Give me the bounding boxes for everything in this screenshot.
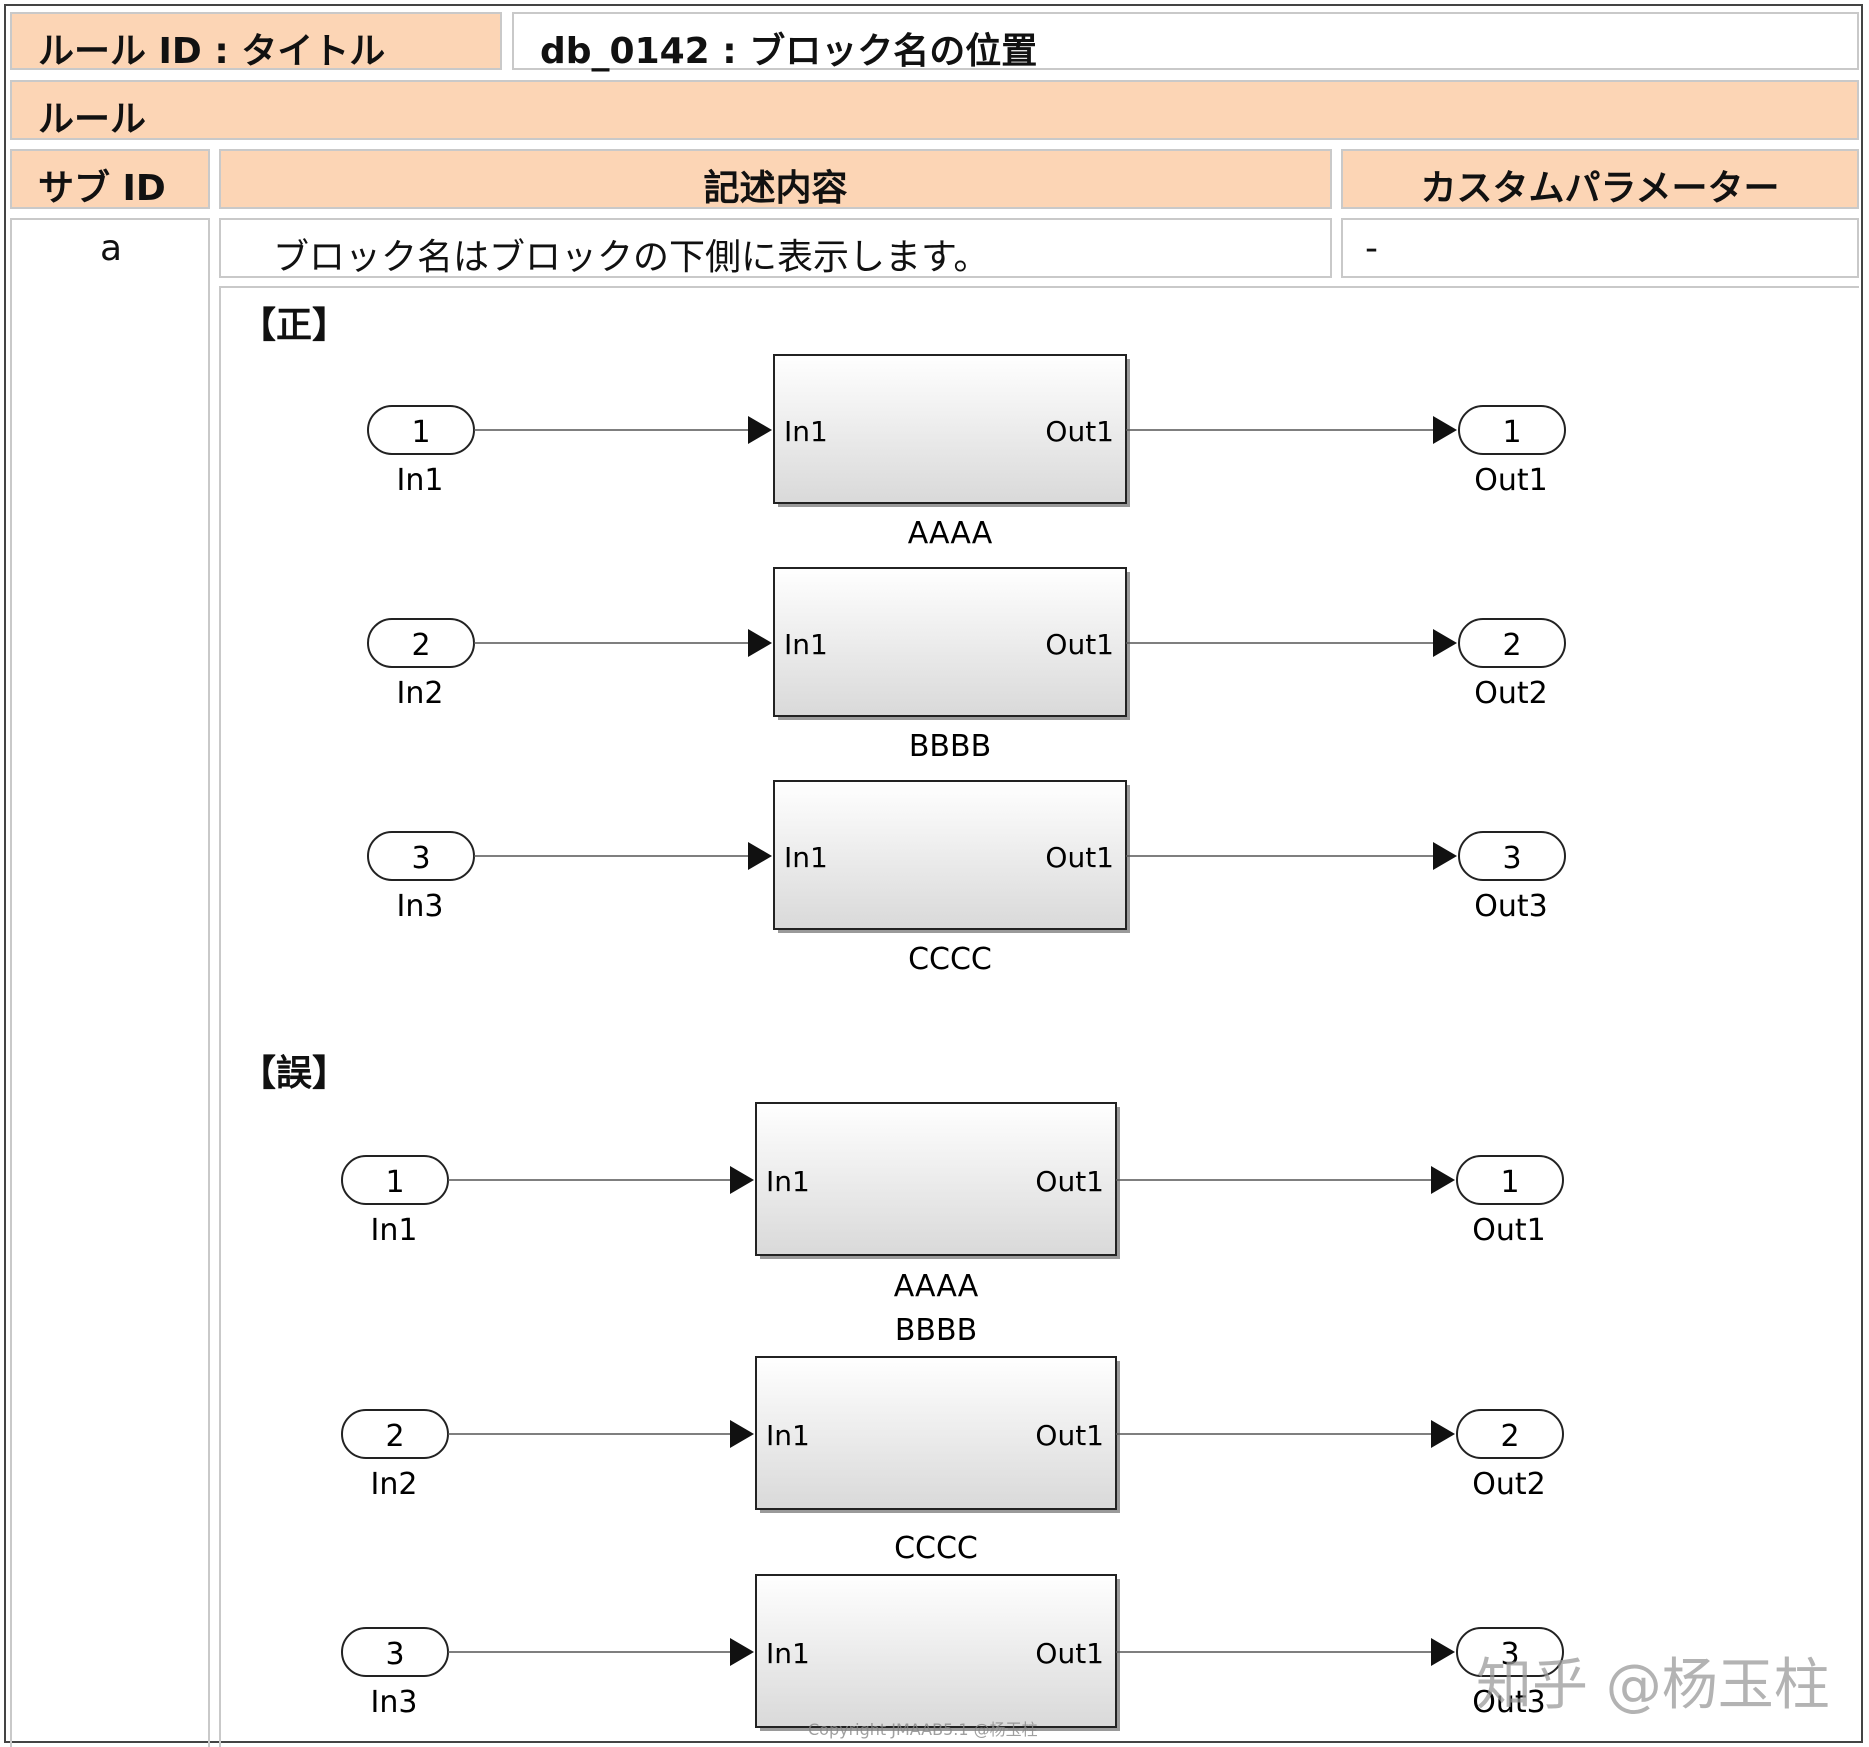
correct-section-label: 【正】 (240, 305, 349, 346)
block-output-port-label: Out1 (1045, 415, 1114, 448)
custom-param-header: カスタムパラメーター (1420, 168, 1780, 209)
inport-number: 1 (411, 415, 430, 450)
outport-number: 1 (1500, 1165, 1519, 1200)
block-input-port-label: In1 (766, 1165, 810, 1198)
inport-name: In1 (371, 1213, 418, 1248)
outport-name: Out1 (1474, 463, 1547, 498)
subid-header-cell: サブ ID (10, 149, 210, 209)
inport-number: 3 (411, 841, 430, 876)
outport-shape (1456, 1409, 1564, 1459)
subid-value: a (100, 228, 123, 269)
custom-param-value: - (1365, 228, 1378, 269)
diagram-cell (219, 286, 1859, 1747)
block-input-port-label: In1 (784, 415, 828, 448)
block-name: AAAA (908, 516, 993, 551)
signal-arrow (1433, 842, 1457, 870)
signal-arrow (1431, 1420, 1455, 1448)
wrong-section-label: 【誤】 (240, 1053, 349, 1094)
custom-param-header-cell: カスタムパラメーター (1341, 149, 1859, 209)
inport-name: In2 (397, 676, 444, 711)
block-name: CCCC (894, 1531, 978, 1566)
signal-arrow (748, 842, 772, 870)
rule-id-label: ルール ID : タイトル (38, 31, 386, 72)
block-input-port-label: In1 (784, 628, 828, 661)
block-input-port-label: In1 (766, 1637, 810, 1670)
inport-name: In1 (397, 463, 444, 498)
block-input-port-label: In1 (766, 1419, 810, 1452)
rule-header-cell: ルール (10, 80, 1859, 140)
rule-label: ルール (38, 99, 147, 140)
subid-header: サブ ID (38, 168, 166, 209)
watermark-text: 知乎 @杨玉柱 (1476, 1653, 1830, 1718)
block-name: CCCC (908, 942, 992, 977)
subsystem-block (773, 567, 1127, 717)
signal-arrow (730, 1638, 754, 1666)
signal-arrow (1433, 629, 1457, 657)
block-input-port-label: In1 (784, 841, 828, 874)
block-output-port-label: Out1 (1045, 841, 1114, 874)
block-name: BBBB (895, 1313, 977, 1348)
outport-shape (1456, 1155, 1564, 1205)
outport-shape (1458, 405, 1566, 455)
outport-number: 3 (1502, 841, 1521, 876)
signal-arrow (730, 1420, 754, 1448)
inport-name: In2 (371, 1467, 418, 1502)
inport-name: In3 (371, 1685, 418, 1720)
block-output-port-label: Out1 (1035, 1165, 1104, 1198)
watermark-copyright: Copyright JMAAB5.1 @杨玉柱 (808, 1720, 1038, 1739)
outport-name: Out3 (1474, 889, 1547, 924)
block-name: BBBB (909, 729, 991, 764)
inport-number: 2 (385, 1419, 404, 1454)
outport-name: Out1 (1472, 1213, 1545, 1248)
rule-id-label-cell: ルール ID : タイトル (10, 12, 502, 72)
subsystem-block (773, 354, 1127, 504)
description-header-cell: 記述内容 (219, 149, 1332, 209)
inport-number: 1 (385, 1165, 404, 1200)
subsystem-block (755, 1356, 1117, 1510)
subsystem-block (755, 1574, 1117, 1728)
inport-number: 3 (385, 1637, 404, 1672)
subsystem-block (773, 780, 1127, 930)
block-name: AAAA (894, 1269, 979, 1304)
description-header: 記述内容 (703, 168, 848, 209)
outport-number: 2 (1500, 1419, 1519, 1454)
description-text: ブロック名はブロックの下側に表示します。 (273, 237, 990, 278)
signal-arrow (748, 416, 772, 444)
outport-shape (1458, 618, 1566, 668)
block-output-port-label: Out1 (1045, 628, 1114, 661)
block-output-port-label: Out1 (1035, 1637, 1104, 1670)
subid-cell: a (10, 218, 210, 1747)
subsystem-block (755, 1102, 1117, 1256)
rule-id-value-cell: db_0142 : ブロック名の位置 (512, 12, 1859, 72)
signal-arrow (748, 629, 772, 657)
outport-number: 2 (1502, 628, 1521, 663)
description-cell: ブロック名はブロックの下側に表示します。 (219, 218, 1332, 278)
signal-arrow (1431, 1638, 1455, 1666)
rule-id-value: db_0142 : ブロック名の位置 (540, 31, 1038, 72)
outport-number: 1 (1502, 415, 1521, 450)
signal-arrow (1433, 416, 1457, 444)
block-output-port-label: Out1 (1035, 1419, 1104, 1452)
outport-name: Out3 (1472, 1685, 1545, 1720)
signal-arrow (1431, 1166, 1455, 1194)
inport-number: 2 (411, 628, 430, 663)
inport-name: In3 (397, 889, 444, 924)
outport-name: Out2 (1474, 676, 1547, 711)
outport-shape (1458, 831, 1566, 881)
outport-number: 3 (1500, 1637, 1519, 1672)
outport-name: Out2 (1472, 1467, 1545, 1502)
custom-param-cell: - (1341, 218, 1859, 278)
signal-arrow (730, 1166, 754, 1194)
outport-shape (1456, 1627, 1564, 1677)
